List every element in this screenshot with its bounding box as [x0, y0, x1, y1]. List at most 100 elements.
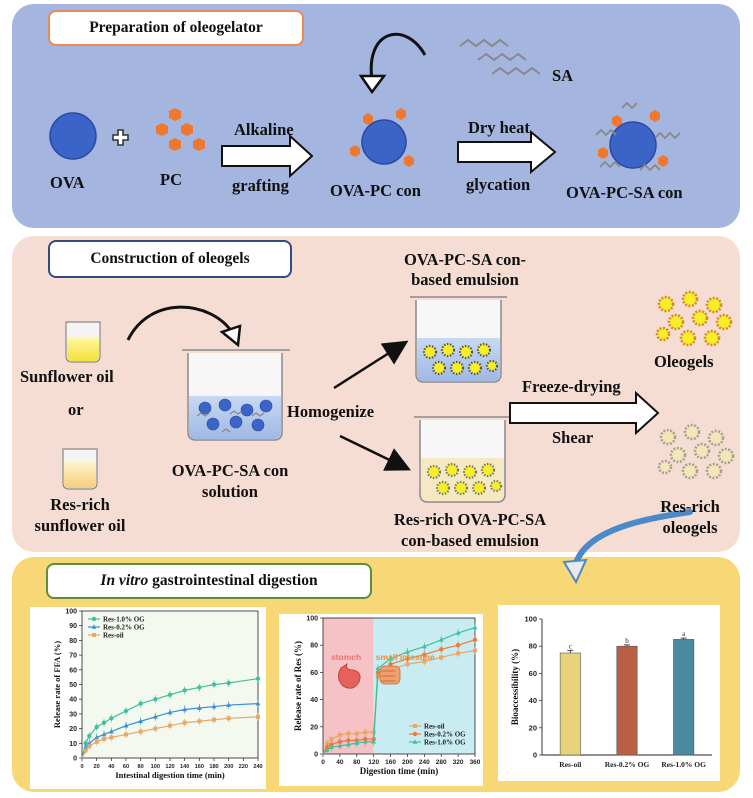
data-point [153, 726, 158, 731]
data-point [109, 716, 114, 721]
x-tick-label: 280 [436, 759, 447, 766]
data-point [388, 656, 393, 661]
x-tick-label: 120 [368, 759, 379, 766]
series-Res-1.0% OG [322, 623, 478, 755]
homogenize-label: Homogenize [287, 402, 375, 421]
data-point [422, 659, 427, 664]
data-point [168, 723, 172, 728]
panel-title-construction: Construction of oleogels [48, 240, 292, 278]
sa-chains-icon [459, 38, 541, 76]
data-point [167, 692, 173, 697]
data-point [197, 685, 202, 690]
data-point [337, 732, 342, 737]
sunflower-oil-label: Sunflower oil [20, 367, 114, 386]
emulsion-bottom-label-1: Res-rich OVA-PC-SA [393, 510, 547, 529]
legend-label: Res-1.0% OG [424, 739, 466, 747]
data-point [152, 714, 158, 719]
legend-marker [413, 724, 417, 728]
stomach-icon [338, 663, 361, 689]
x-category-label: Res-oil [559, 760, 581, 769]
data-point [182, 706, 188, 712]
plus-icon [112, 129, 129, 146]
data-point [405, 649, 410, 654]
y-tick-label: 100 [306, 616, 318, 623]
data-point [167, 709, 173, 715]
data-point [439, 655, 444, 660]
emulsion-bottom-label-2: con-based emulsion [401, 531, 539, 550]
data-point [421, 643, 427, 649]
homogenize-arrow-up [333, 340, 409, 390]
data-point [345, 741, 351, 747]
y-tick-label: 60 [69, 667, 77, 674]
data-point [211, 703, 217, 709]
data-point [388, 662, 393, 667]
y-tick-label: 0 [533, 751, 537, 760]
y-tick-label: 60 [310, 670, 318, 677]
data-point [362, 739, 368, 744]
data-point [197, 719, 202, 724]
data-point [124, 732, 128, 737]
y-tick-label: 40 [310, 697, 318, 704]
x-tick-label: 60 [123, 764, 129, 770]
data-point [87, 733, 92, 739]
res-rich-oleogels-label-1: Res-rich [660, 497, 720, 516]
y-tick-label: 10 [69, 741, 77, 748]
x-tick-label: 80 [353, 759, 361, 766]
intestine-icon [379, 665, 401, 685]
data-point [226, 680, 231, 686]
x-category-label: Res-0.2% OG [605, 760, 650, 769]
data-point [182, 688, 187, 693]
sa-addition-curved-arrow [369, 32, 427, 81]
series-Res-0.2% OG [322, 635, 478, 755]
significance-letter: c [569, 642, 572, 650]
data-point [455, 643, 461, 648]
data-point [182, 720, 187, 725]
x-tick-label: 120 [165, 764, 174, 770]
bar-Res-1.0% OG [673, 639, 695, 756]
data-point [363, 730, 368, 735]
x-tick-label: 0 [321, 759, 325, 766]
legend-marker [412, 731, 418, 737]
data-point [329, 737, 334, 742]
x-tick-label: 40 [108, 764, 114, 770]
x-tick-label: 180 [209, 764, 218, 770]
x-axis-label: Digestion time (min) [360, 766, 439, 776]
y-tick-label: 30 [69, 711, 77, 718]
intestine-lines [381, 670, 396, 682]
x-tick-label: 40 [336, 759, 344, 766]
solution-beaker-icon [182, 349, 290, 441]
data-point [226, 702, 232, 707]
alkaline-label: Alkaline [234, 120, 294, 139]
sunflower-oil-beaker-icon [65, 321, 101, 363]
y-axis-label: Release rate of FFA (%) [52, 641, 62, 728]
data-point [94, 724, 99, 730]
x-tick-label: 200 [224, 764, 233, 770]
plot-frame [322, 617, 476, 755]
y-tick-label: 50 [69, 682, 77, 689]
data-point [456, 651, 461, 656]
data-point [375, 665, 381, 671]
x-tick-label: 140 [180, 764, 189, 770]
alkaline-grafting-arrow [221, 133, 314, 179]
legend-label: Res-oil [103, 632, 124, 640]
data-point [226, 716, 231, 721]
bar-Res-0.2% OG [616, 645, 638, 756]
ova-pc-sa-hexagons-icon [598, 110, 668, 167]
x-tick-label: 240 [253, 764, 262, 770]
data-point [325, 741, 330, 746]
data-point [138, 729, 143, 734]
y-tick-label: 40 [529, 696, 537, 705]
y-tick-label: 90 [69, 623, 77, 630]
data-point [354, 740, 360, 745]
x-tick-label: 160 [385, 759, 396, 766]
x-tick-label: 80 [138, 764, 144, 770]
data-point [83, 741, 88, 746]
panel-title-digestion: In vitro gastrointestinal digestion [46, 563, 372, 599]
x-tick-label: 320 [453, 759, 464, 766]
data-point [212, 717, 216, 722]
res-rich-oleogels-label-2: oleogels [662, 518, 718, 537]
y-tick-label: 0 [73, 756, 77, 763]
transition-arrow-head [562, 558, 588, 585]
data-point [123, 723, 129, 728]
